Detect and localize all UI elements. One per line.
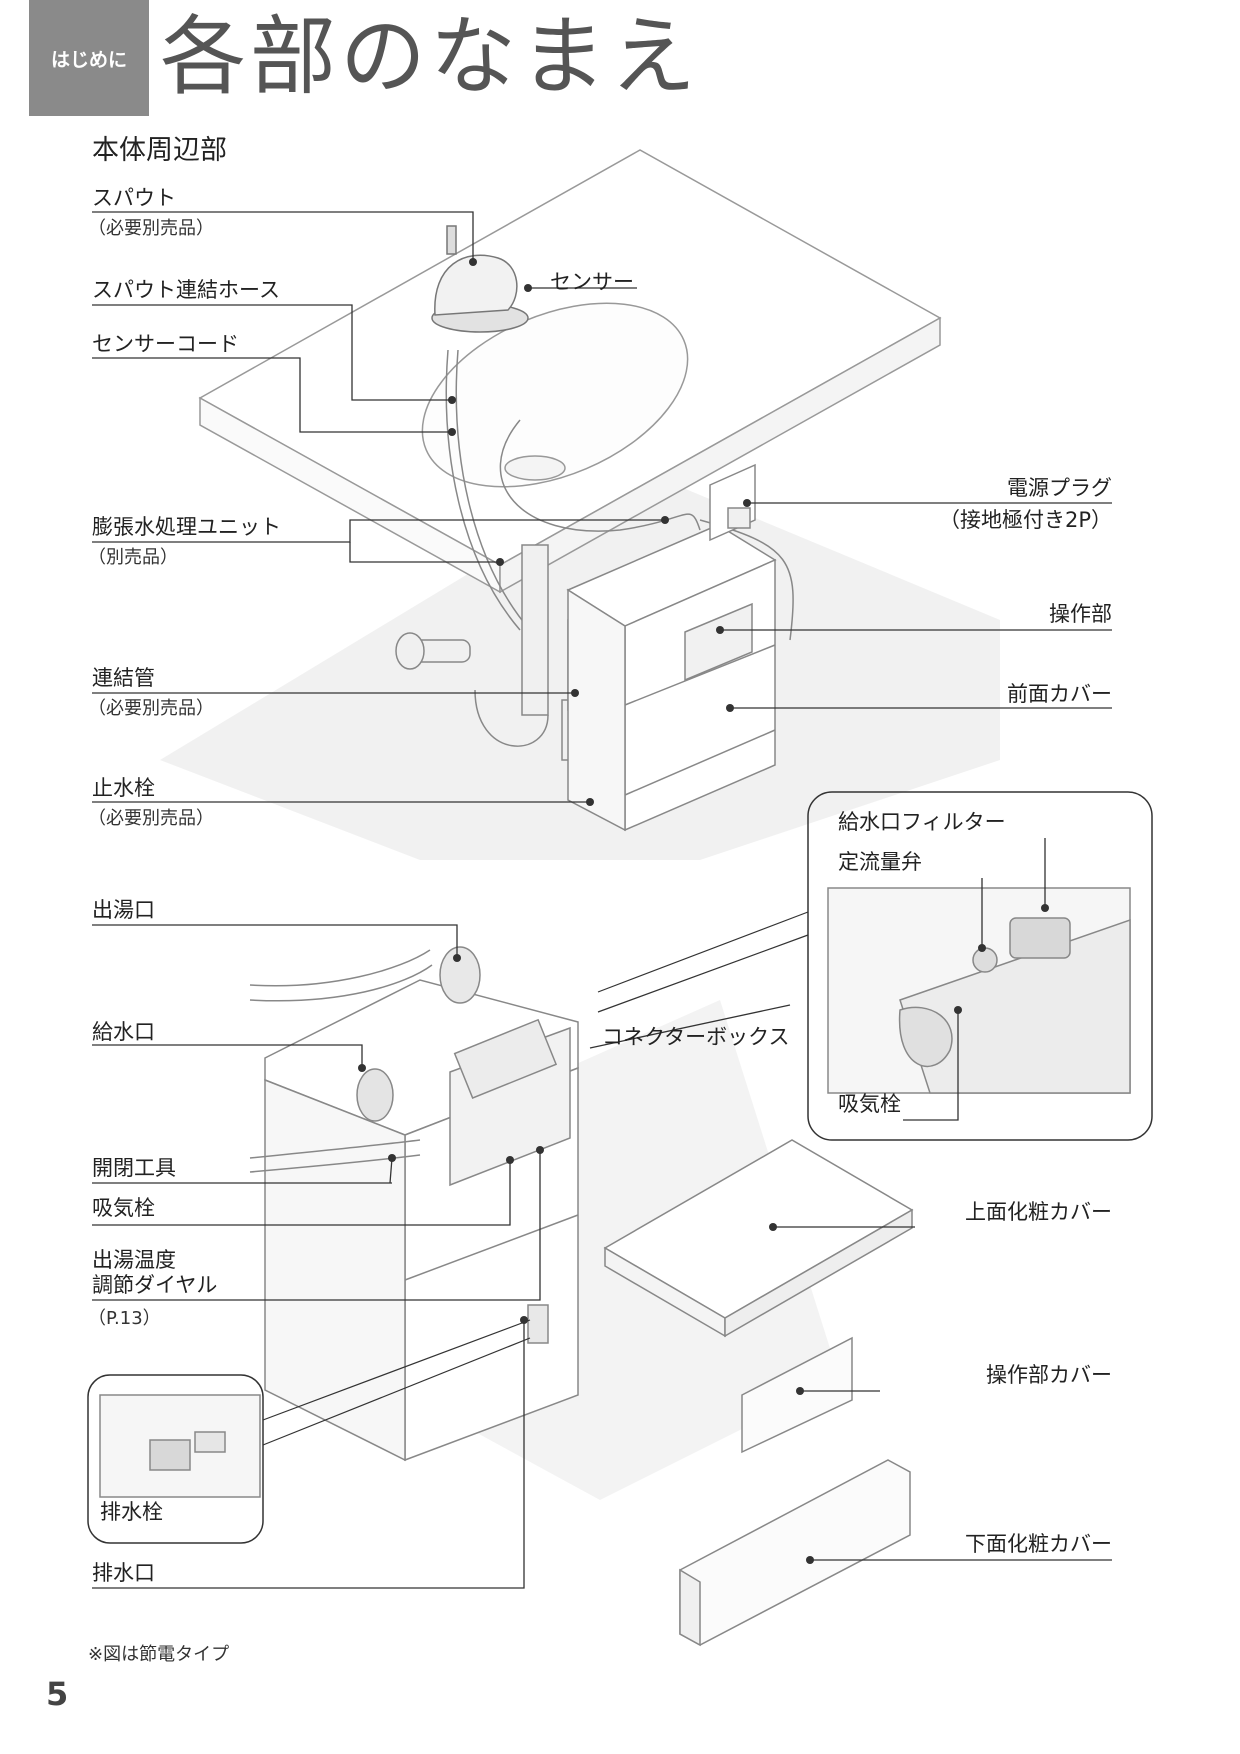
label-spout-note: （必要別売品）: [88, 218, 214, 239]
label-connecting-pipe: 連結管: [92, 666, 155, 690]
section-heading: 本体周辺部: [92, 135, 227, 166]
covers-drawing: [603, 1139, 914, 1647]
label-bottom-cover: 下面化粧カバー: [965, 1532, 1112, 1556]
leader-lines: [92, 211, 1112, 1589]
label-control: 操作部: [1049, 602, 1112, 626]
label-control-cover: 操作部カバー: [986, 1363, 1112, 1387]
hose-drawing: [445, 349, 794, 641]
drain-detail-drawing: [99, 1394, 261, 1498]
section-tag: はじめに: [29, 0, 149, 116]
label-temp-dial-2: 調節ダイヤル: [92, 1273, 218, 1297]
leader-dots: [358, 258, 1049, 1564]
outlet-drawing: [709, 463, 756, 542]
filter-detail-drawing: [827, 887, 1131, 1094]
footnote: ※図は節電タイプ: [88, 1644, 230, 1665]
label-stop-valve-note: （必要別売品）: [88, 808, 214, 829]
label-power-plug-note: （接地極付き2P）: [938, 508, 1112, 532]
label-power-plug: 電源プラグ: [1007, 476, 1112, 500]
label-sensor-cord: センサーコード: [92, 332, 239, 356]
label-expansion-unit: 膨張水処理ユニット: [92, 515, 281, 539]
label-expansion-note: （別売品）: [88, 547, 178, 568]
label-flow-valve: 定流量弁: [838, 850, 922, 874]
label-hot-outlet: 出湯口: [92, 898, 155, 922]
open-unit-drawing: [249, 946, 579, 1462]
label-drain-plug: 排水栓: [100, 1500, 163, 1524]
label-water-inlet: 給水口: [92, 1020, 155, 1044]
label-air-valve: 吸気栓: [92, 1196, 155, 1220]
label-stop-valve: 止水栓: [92, 776, 155, 800]
vanity-counter-drawing: [198, 149, 942, 594]
page-number: 5: [46, 1675, 69, 1713]
label-connector-box: コネクターボックス: [602, 1025, 790, 1049]
label-inlet-filter: 給水口フィルター: [838, 810, 1006, 834]
label-temp-dial-1: 出湯温度: [92, 1248, 176, 1272]
label-spout-hose: スパウト連結ホース: [92, 278, 280, 302]
label-connecting-note: （必要別売品）: [88, 698, 214, 719]
label-tool: 開閉工具: [92, 1156, 176, 1180]
filter-detail-frame: [807, 791, 1153, 1141]
label-temp-dial-ref: （P.13）: [88, 1308, 161, 1329]
label-top-cover: 上面化粧カバー: [965, 1200, 1112, 1224]
label-spout: スパウト: [92, 186, 176, 210]
label-front-cover: 前面カバー: [1007, 682, 1112, 706]
label-drain-outlet: 排水口: [92, 1561, 155, 1585]
drain-detail-frame: [87, 1374, 264, 1544]
label-air-valve-detail: 吸気栓: [838, 1092, 901, 1116]
label-sensor: センサー: [550, 270, 634, 294]
page-title: 各部のなまえ: [160, 7, 700, 107]
spout-drawing: [431, 225, 529, 333]
heater-unit-drawing: [566, 524, 777, 832]
